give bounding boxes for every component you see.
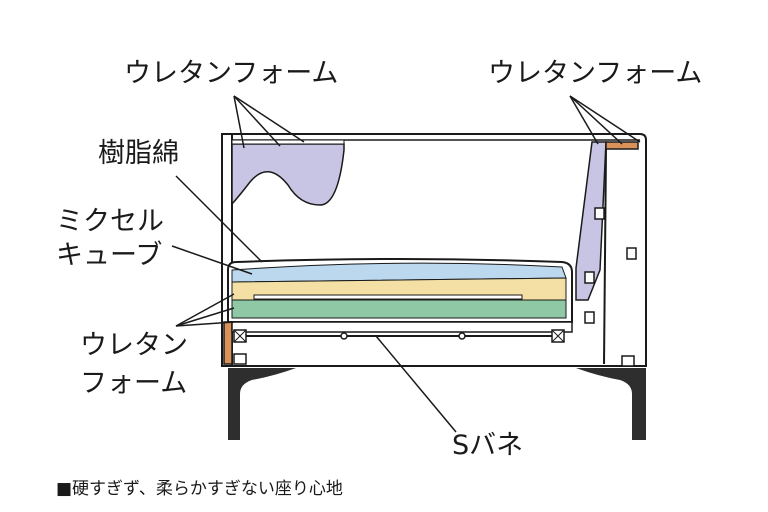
staple-mark xyxy=(584,311,595,324)
left-armrest xyxy=(221,133,233,367)
anchor-cross-marks xyxy=(233,329,565,343)
back-wood-top xyxy=(605,141,639,150)
s-spring-rivet xyxy=(340,332,348,340)
label-urethane-lower-line2: フォーム xyxy=(80,368,187,399)
leader-lines xyxy=(171,95,641,433)
label-urethane-lower-line1: ウレタン xyxy=(80,330,188,361)
left-leg xyxy=(228,368,296,440)
mixcel-inner-strip xyxy=(253,294,523,300)
label-urethane-foam-top-right: ウレタンフォーム xyxy=(488,58,702,89)
caption-text: ■硬すぎず、柔らかすぎない座り心地 xyxy=(56,479,343,499)
staple-mark-bottom-left xyxy=(233,353,247,365)
label-s-spring: Sバネ xyxy=(452,430,523,461)
s-spring-rivet xyxy=(458,332,466,340)
label-urethane-foam-top-left: ウレタンフォーム xyxy=(124,58,338,89)
urethane-foam-top-left-cap xyxy=(231,139,345,145)
urethane-green-layer xyxy=(231,299,567,319)
sofa-outer-frame xyxy=(221,133,647,367)
label-mixcel-line2: キューブ xyxy=(56,240,162,271)
left-wood-block xyxy=(223,321,233,365)
back-frame-inner-line xyxy=(603,148,607,365)
resin-cotton-layer xyxy=(231,262,567,283)
staple-mark xyxy=(621,355,635,367)
seat-base-board xyxy=(231,321,573,333)
staple-mark xyxy=(626,247,637,260)
label-mixcel-line1: ミクセル xyxy=(56,206,164,237)
urethane-foam-top-left xyxy=(231,143,345,206)
right-leg xyxy=(576,368,646,440)
back-staples xyxy=(584,207,637,367)
staple-mark xyxy=(594,207,605,220)
label-resin-cotton: 樹脂綿 xyxy=(98,138,179,169)
staple-mark xyxy=(584,271,595,284)
